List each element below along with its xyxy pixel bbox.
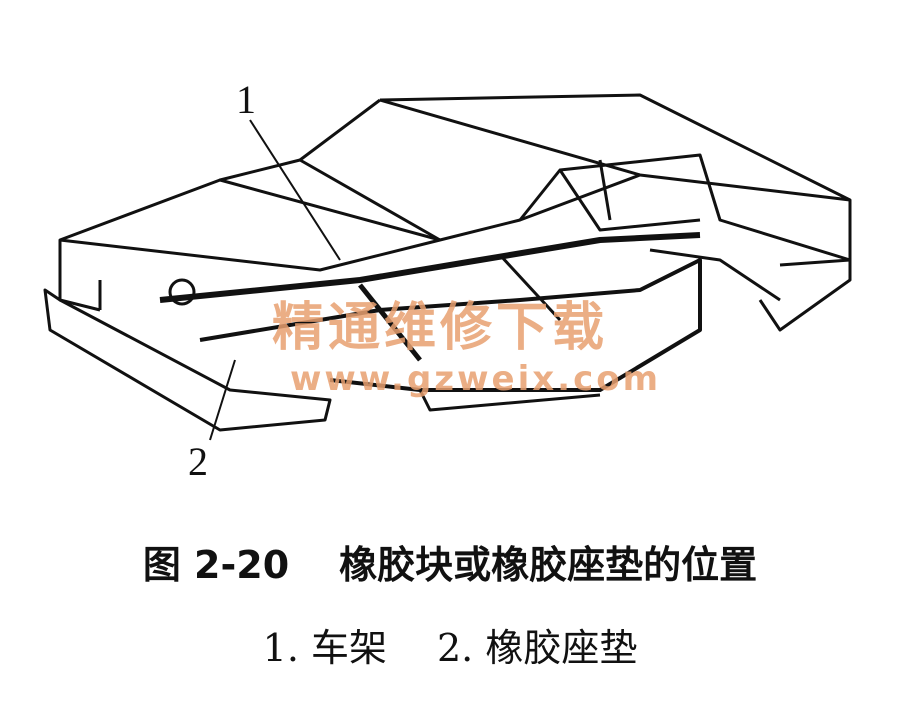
figure-number: 图 2-20	[142, 543, 290, 587]
figure-caption: 图 2-20 橡胶块或橡胶座垫的位置	[0, 543, 900, 587]
callout-1: 1	[236, 77, 256, 122]
watermark-title: 精通维修下载	[272, 298, 609, 358]
car-body-line-art	[43, 93, 852, 441]
figure-legend: 1. 车架 2. 橡胶座垫	[0, 626, 900, 670]
car-body-diagram: 1 2 精通维修下载 www.gzweix.com	[43, 77, 852, 484]
watermark-url: www.gzweix.com	[290, 359, 662, 399]
figure-title: 橡胶块或橡胶座垫的位置	[339, 543, 758, 587]
legend-item: 2. 橡胶座垫	[437, 626, 638, 670]
legend-item: 1. 车架	[262, 626, 387, 670]
callout-2: 2	[188, 439, 208, 484]
